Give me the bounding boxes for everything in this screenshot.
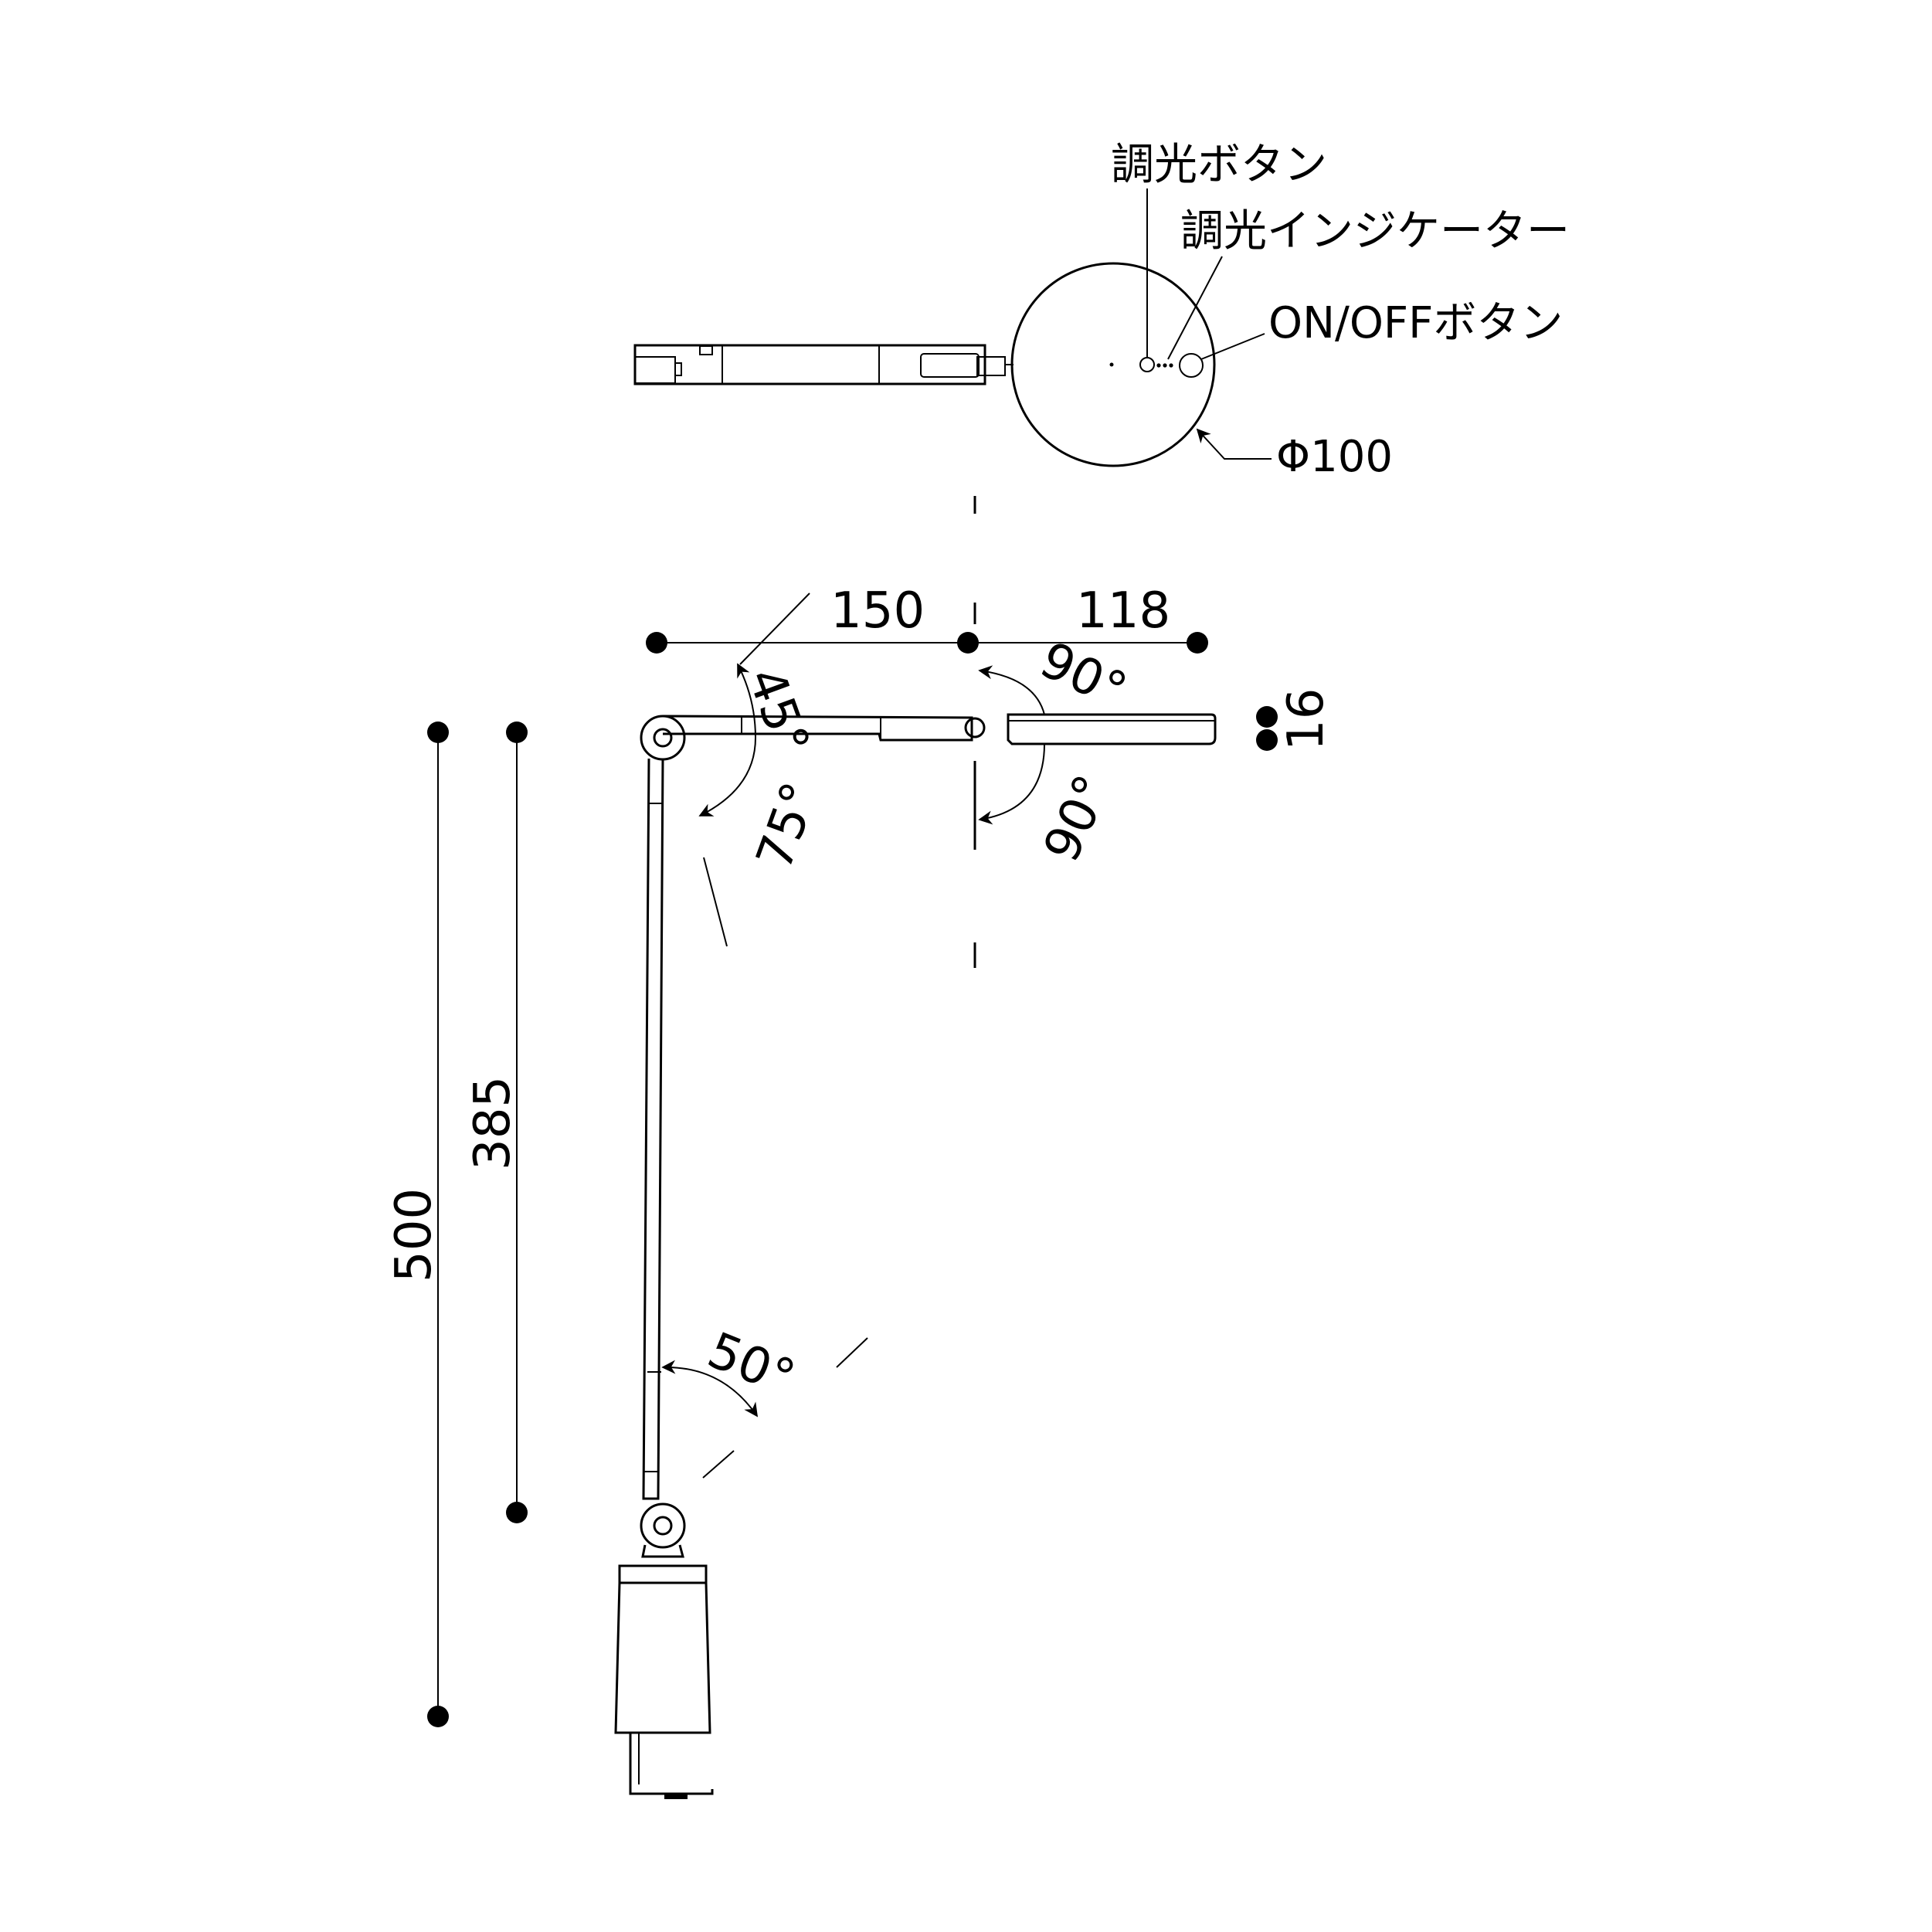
dimension-dot	[646, 632, 667, 654]
indicator-led	[1156, 363, 1161, 368]
upper-arm	[662, 715, 973, 742]
dimension-dot	[506, 722, 528, 743]
head-length-label: 118	[1076, 582, 1170, 640]
dimmer-indicator-label: 調光インジケーター	[1180, 206, 1570, 256]
lamp-head-side	[1007, 713, 1217, 745]
angle-ref-line	[739, 593, 810, 665]
power-button-leader	[1200, 333, 1265, 360]
top-view: 調光ボタン 調光インジケーター ON/OFFボタン Φ100	[633, 140, 1570, 482]
arm-length-label: 150	[830, 582, 925, 640]
dimension-lines: 150 118 16 500 385	[385, 582, 1335, 1727]
arc-90-down	[978, 743, 1045, 825]
clamp-pad	[664, 1794, 688, 1799]
dimension-dot	[1256, 729, 1278, 751]
dimension-dot	[957, 632, 979, 654]
dimension-dot	[506, 1502, 528, 1523]
dimension-dot	[427, 1706, 449, 1727]
bottom-joint-pin	[653, 1516, 673, 1536]
top-view-arm-end-block	[634, 356, 676, 384]
side-view: 45° 75° 90° 90° 50°	[614, 593, 1217, 1799]
top-view-arm	[633, 344, 986, 385]
clamp-body	[614, 1582, 711, 1734]
total-height-label: 500	[385, 1188, 443, 1282]
arc-45	[737, 663, 756, 739]
top-view-arm-clip	[699, 345, 713, 355]
power-button-label: ON/OFFボタン	[1268, 298, 1563, 348]
pole	[642, 758, 664, 1500]
arc-90-up	[978, 665, 1045, 715]
angle-45-label: 45°	[736, 660, 820, 762]
dimmer-button-label: 調光ボタン	[1111, 140, 1327, 190]
indicator-led	[1163, 363, 1167, 368]
angle-90-down-label: 90°	[1033, 767, 1122, 871]
pole-height-label: 385	[464, 1076, 521, 1170]
head-hinge	[964, 717, 986, 739]
bottom-joint-neck	[641, 1544, 684, 1558]
clamp-cap	[618, 1564, 708, 1584]
angle-50-label: 50°	[700, 1322, 803, 1407]
angle-90-up-label: 90°	[1031, 631, 1135, 720]
head-thickness-label: 16	[1278, 688, 1335, 751]
indicator-led	[1169, 363, 1173, 368]
top-view-hinge-pin	[976, 356, 1006, 376]
lamp-head-circle	[1010, 262, 1216, 467]
bottom-joint	[640, 1502, 686, 1549]
clamp-foot	[629, 1733, 714, 1795]
arc-75	[698, 737, 756, 817]
angle-ref-line	[703, 857, 728, 947]
diameter-leader	[1196, 428, 1272, 460]
top-view-arm-notch	[674, 362, 682, 376]
top-view-hinge	[920, 353, 980, 378]
dimension-dot	[1256, 706, 1278, 728]
angle-ref-line	[702, 1450, 735, 1479]
angle-ref-line	[836, 1337, 868, 1368]
head-center-mark	[1109, 362, 1114, 367]
dimmer-indicator-leader	[1167, 256, 1223, 360]
top-joint-pin	[653, 728, 673, 748]
angle-75-label: 75°	[745, 776, 829, 878]
head-diameter-label: Φ100	[1276, 432, 1393, 482]
dimension-dot	[1187, 632, 1208, 654]
arc-50	[661, 1360, 759, 1418]
top-joint	[640, 715, 686, 761]
dimmer-button-icon	[1139, 357, 1155, 372]
power-button-icon	[1179, 353, 1204, 378]
dimension-dot	[427, 722, 449, 743]
